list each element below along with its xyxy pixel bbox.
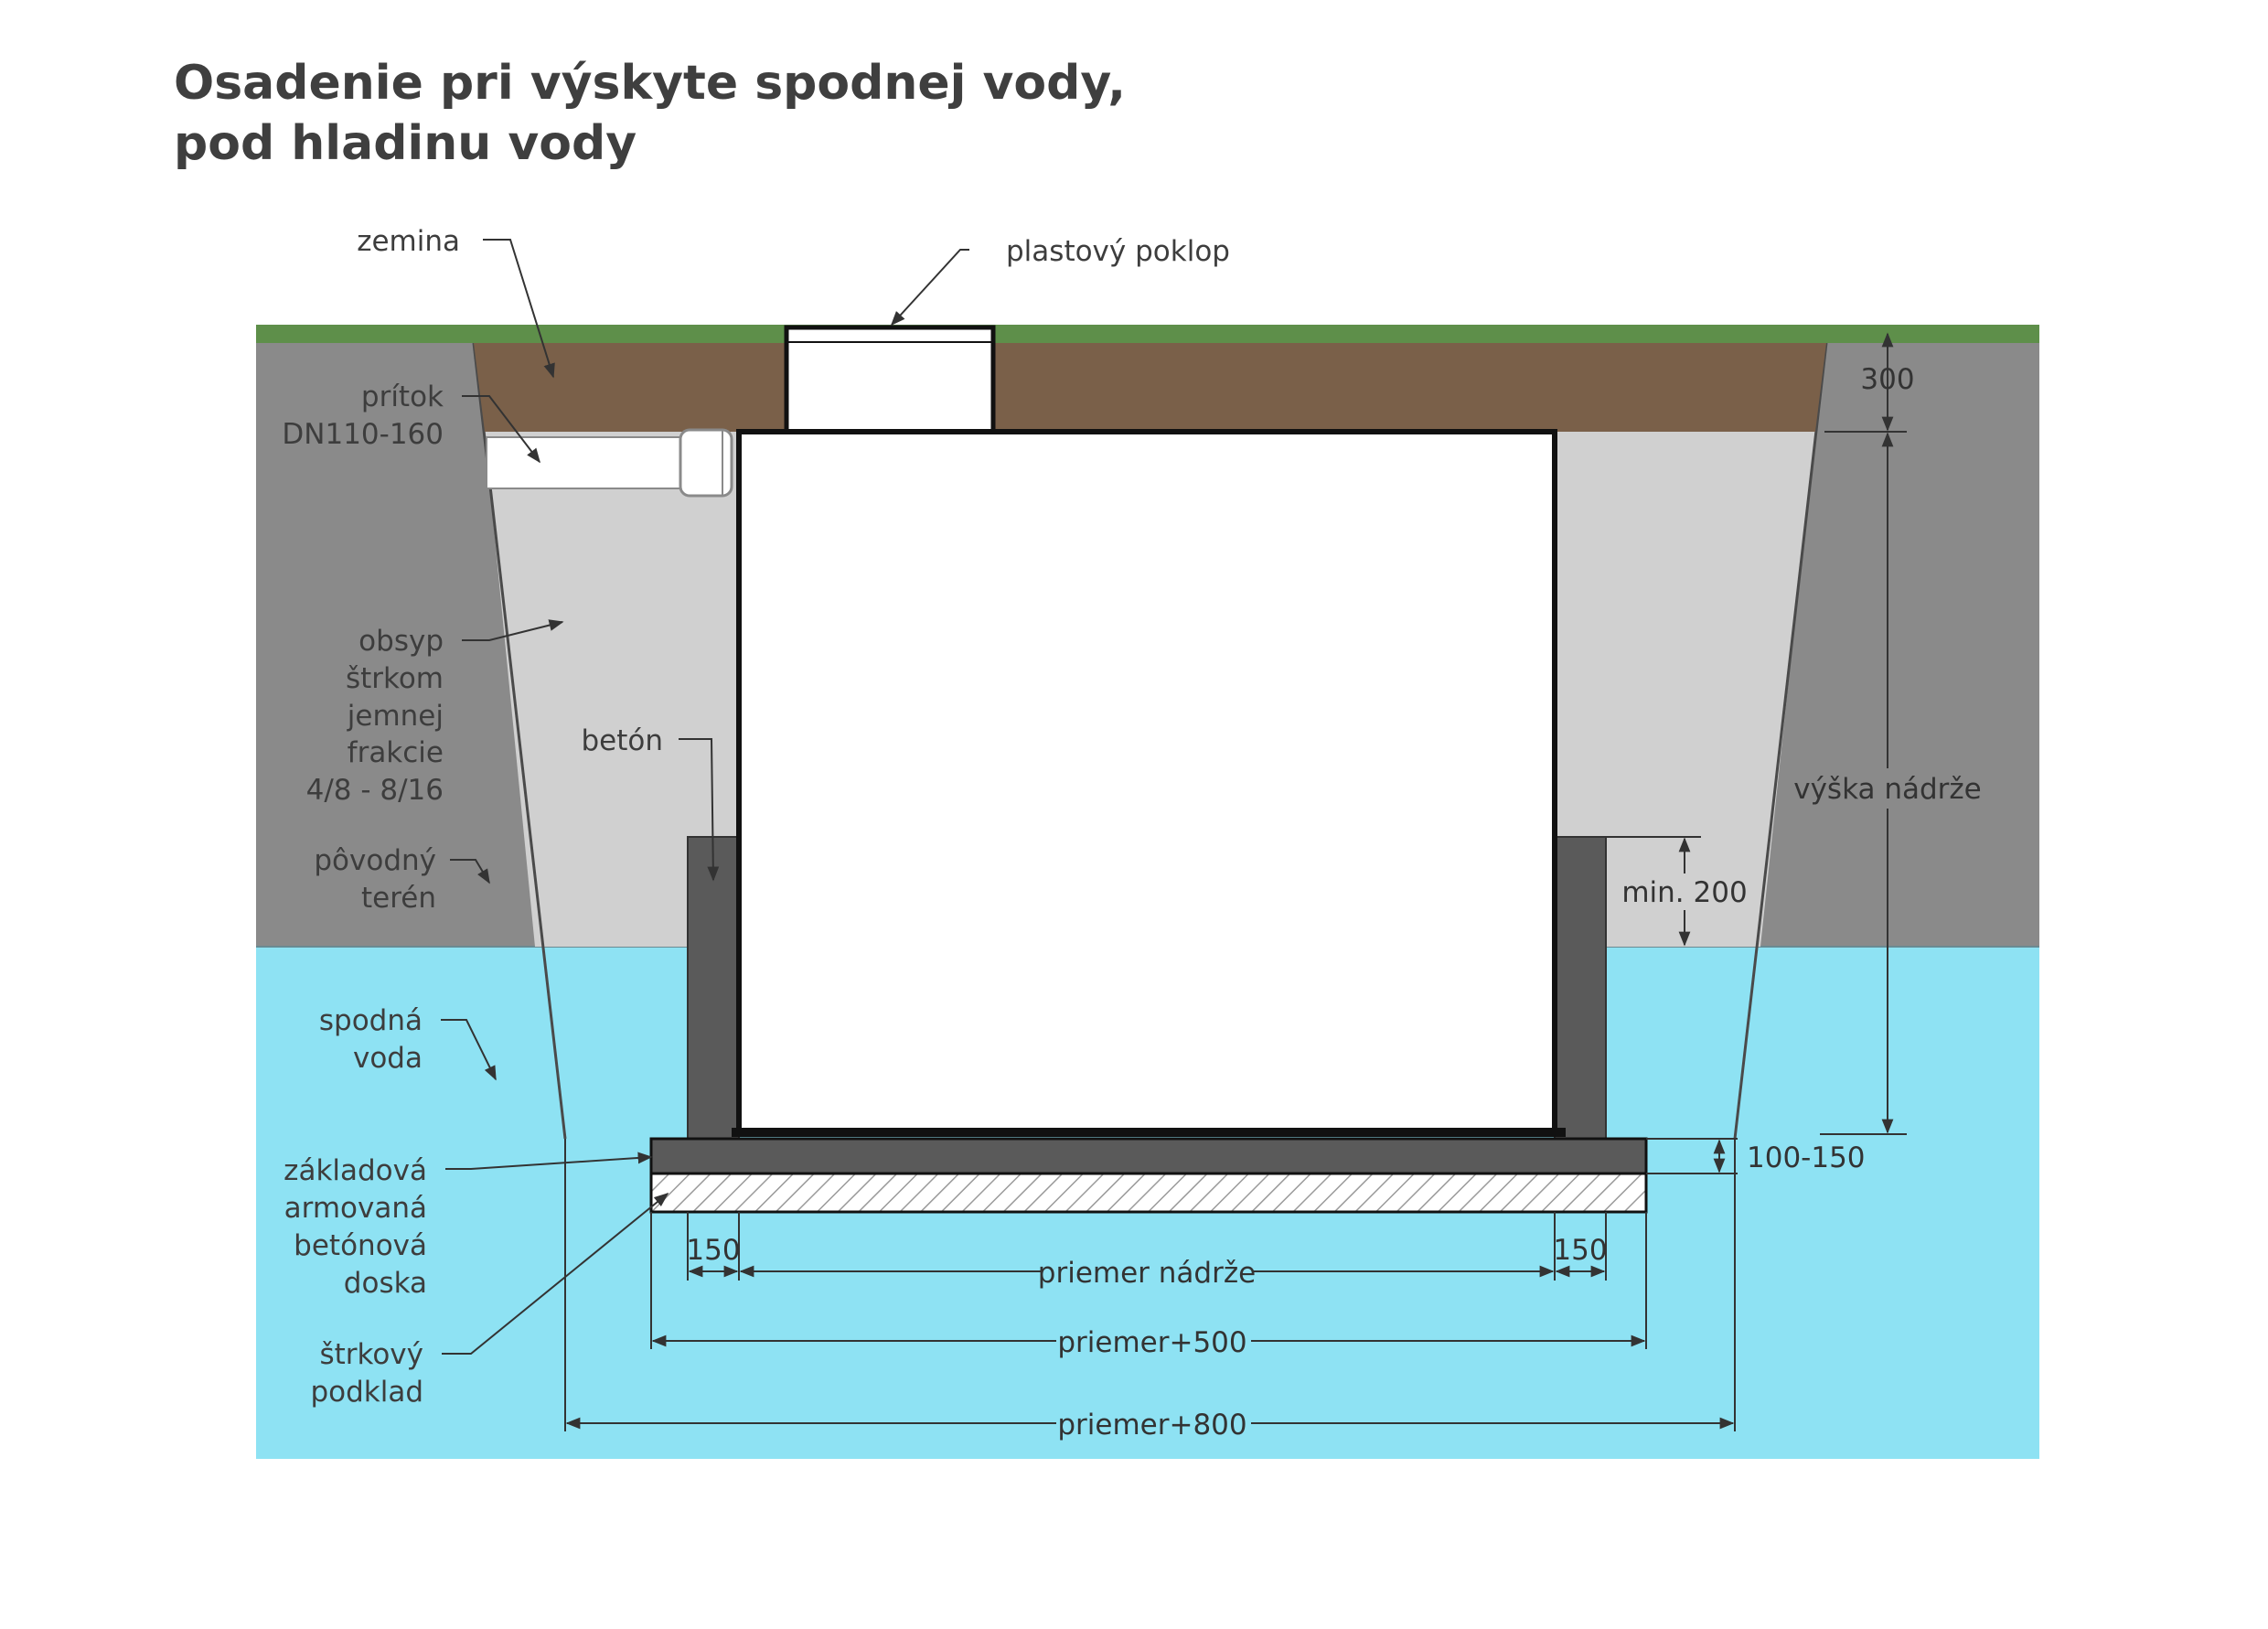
grass-layer bbox=[256, 325, 2039, 343]
label-concrete: betón bbox=[581, 724, 663, 757]
label-base-slab-line4: doska bbox=[344, 1267, 427, 1300]
label-subbase-line1: štrkový bbox=[319, 1338, 423, 1371]
leader-poklop bbox=[890, 249, 969, 327]
leader-obsyp bbox=[462, 619, 564, 641]
leader-voda bbox=[441, 1019, 497, 1081]
dim-top-cover: 300 bbox=[1860, 363, 1914, 396]
diagram-title: Osadenie pri výskyte spodnej vody, pod h… bbox=[174, 53, 1126, 174]
dim-tank-diameter: priemer nádrže bbox=[1038, 1257, 1256, 1290]
label-inflow-line1: prítok bbox=[361, 380, 444, 413]
gravel-backfill-left bbox=[476, 343, 739, 947]
gravel-subbase bbox=[649, 1172, 1648, 1214]
label-backfill-line3: jemnej bbox=[347, 700, 444, 733]
label-base-slab-line2: armovaná bbox=[284, 1192, 427, 1225]
excavation-edge-right bbox=[1733, 342, 1828, 1140]
leader-pritok bbox=[462, 395, 540, 464]
leader-beton bbox=[679, 738, 720, 882]
dim-min-concrete: min. 200 bbox=[1621, 876, 1747, 909]
label-backfill-line1: obsyp bbox=[358, 625, 444, 658]
concrete-collar-right bbox=[1554, 836, 1607, 1140]
label-zemina: zemina bbox=[357, 225, 460, 258]
label-base-slab-line3: betónová bbox=[294, 1229, 427, 1262]
label-backfill-line2: štrkom bbox=[346, 662, 444, 695]
dim-slab-thickness: 100-150 bbox=[1747, 1141, 1866, 1174]
tank-body bbox=[736, 429, 1557, 1134]
label-groundwater-line1: spodná bbox=[319, 1004, 423, 1037]
soil-layer bbox=[474, 343, 1826, 432]
label-native-ground-line1: pôvodný bbox=[314, 844, 436, 877]
label-subbase-line2: podklad bbox=[310, 1376, 423, 1409]
dim-side-left: 150 bbox=[686, 1234, 740, 1267]
concrete-base-slab bbox=[649, 1137, 1648, 1175]
label-base-slab-line1: základová bbox=[284, 1154, 427, 1187]
inflow-pipe-socket bbox=[679, 428, 733, 498]
dim-side-right: 150 bbox=[1553, 1234, 1607, 1267]
leader-doska bbox=[445, 1152, 653, 1170]
concrete-collar-left bbox=[687, 836, 740, 1140]
label-inflow-line2: DN110-160 bbox=[282, 418, 444, 451]
leader-podklad bbox=[442, 1192, 669, 1355]
leader-teren bbox=[450, 859, 490, 884]
label-plastic-cover: plastový poklop bbox=[1006, 235, 1230, 268]
label-groundwater-line2: voda bbox=[353, 1042, 423, 1075]
leader-zemina bbox=[483, 239, 555, 379]
title-line-2: pod hladinu vody bbox=[174, 116, 637, 171]
label-native-ground-line2: terén bbox=[361, 882, 436, 915]
dim-diameter-plus-500: priemer+500 bbox=[1057, 1326, 1246, 1359]
plastic-cover bbox=[784, 325, 996, 434]
label-backfill-line4: frakcie bbox=[348, 736, 444, 769]
dim-diameter-plus-800: priemer+800 bbox=[1057, 1409, 1246, 1441]
dim-tank-height: výška nádrže bbox=[1793, 773, 1982, 806]
gravel-backfill-right bbox=[1555, 343, 1824, 947]
title-line-1: Osadenie pri výskyte spodnej vody, bbox=[174, 56, 1126, 111]
label-backfill-line5: 4/8 - 8/16 bbox=[306, 774, 444, 807]
